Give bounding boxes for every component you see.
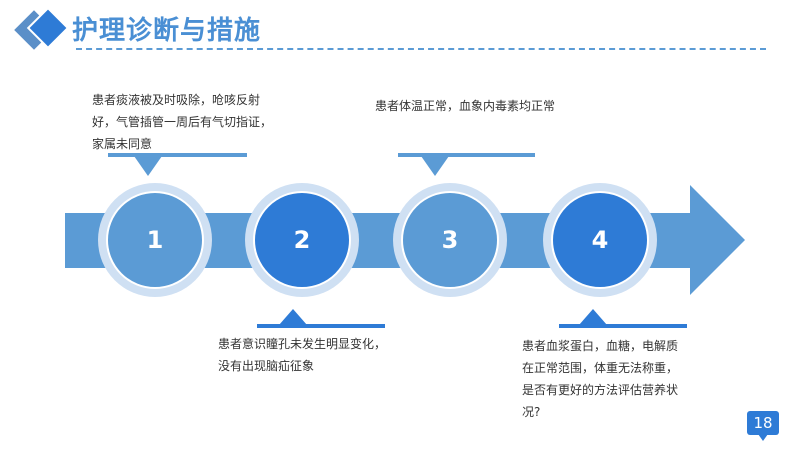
page-title: 护理诊断与措施 bbox=[72, 16, 262, 46]
step-circle-4 bbox=[543, 183, 657, 297]
step-text-1: 患者痰液被及时吸除，呛咳反射好，气管插管一周后有气切指证，家属未同意 bbox=[92, 93, 273, 151]
step-number-4: 4 bbox=[591, 226, 609, 254]
step-text-4: 患者血浆蛋白，血糖，电解质在正常范围，体重无法称重，是否有更好的方法评估营养状况… bbox=[522, 339, 679, 419]
step-circle-3 bbox=[393, 183, 507, 297]
logo-diamond-icon bbox=[14, 6, 70, 50]
page-number-badge: 18 bbox=[747, 411, 779, 435]
badge-pointer bbox=[758, 434, 768, 441]
title-divider bbox=[76, 48, 766, 50]
step-number-1: 1 bbox=[146, 226, 164, 254]
step-number-2: 2 bbox=[293, 226, 311, 254]
step-number-3: 3 bbox=[441, 226, 459, 254]
callout-pointer-2 bbox=[257, 309, 385, 328]
step-circle-1 bbox=[98, 183, 212, 297]
callout-pointer-1 bbox=[108, 153, 247, 176]
callout-pointer-4 bbox=[559, 309, 687, 328]
callout-pointer-3 bbox=[398, 153, 535, 176]
step-text-3: 患者体温正常，血象内毒素均正常 bbox=[375, 99, 556, 113]
step-text-2: 患者意识瞳孔未发生明显变化，没有出现脑疝征象 bbox=[218, 337, 387, 373]
step-circle-2 bbox=[245, 183, 359, 297]
